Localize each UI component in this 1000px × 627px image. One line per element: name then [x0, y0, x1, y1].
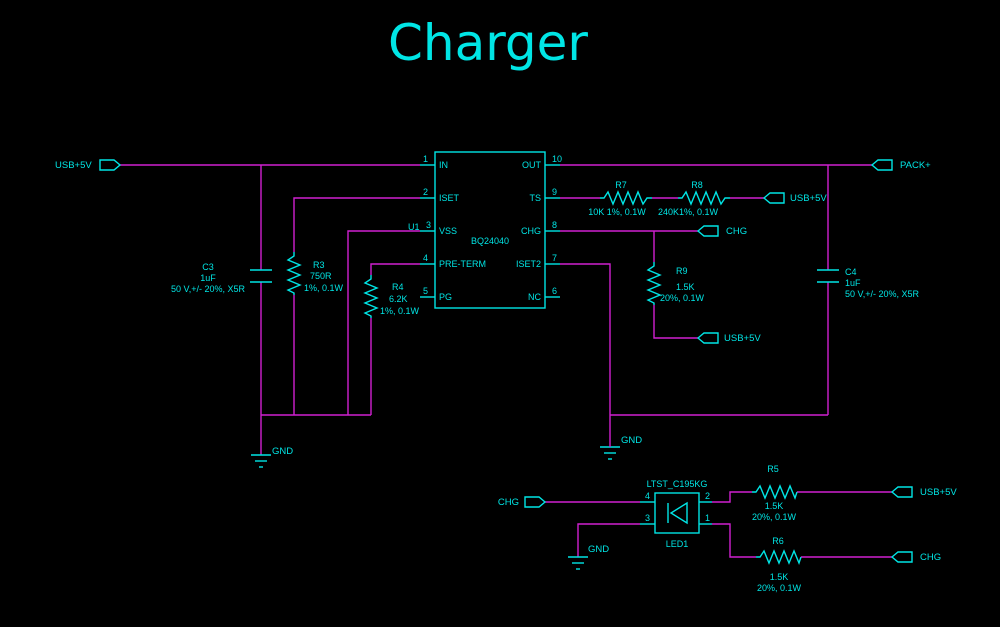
r3-value: 750R: [310, 271, 332, 281]
r4-spec: 1%, 0.1W: [380, 306, 420, 316]
r3-spec: 1%, 0.1W: [304, 283, 344, 293]
net-label-r9-usb: USB+5V: [724, 333, 761, 344]
resistor-r6: R6 1.5K 20%, 0.1W: [756, 536, 802, 593]
resistor-r3: R3 750R 1%, 0.1W: [286, 252, 344, 295]
u1-pin-name: PRE-TERM: [439, 259, 486, 269]
led1-pin-num: 3: [645, 513, 650, 523]
led1-pin-num: 1: [705, 513, 710, 523]
net-label-gnd-left: GND: [272, 446, 293, 457]
u1-pin-num: 6: [552, 286, 557, 296]
u1-pin-num: 2: [423, 187, 428, 197]
ic-u1-body: [434, 151, 546, 309]
r6-value: 1.5K: [770, 572, 789, 582]
u1-pin-name: OUT: [522, 160, 542, 170]
r8-value: 240K1%, 0.1W: [658, 207, 719, 217]
u1-part-number: BQ24040: [471, 236, 509, 246]
wires: [120, 164, 892, 558]
r5-value: 1.5K: [765, 501, 784, 511]
led1-body: [654, 492, 700, 534]
r5-spec: 20%, 0.1W: [752, 512, 797, 522]
ground-symbol-mid: GND: [600, 435, 642, 460]
schematic-title: Charger: [388, 14, 588, 72]
net-label-usb-in: USB+5V: [55, 160, 92, 171]
net-label-ts-usb: USB+5V: [790, 193, 827, 204]
r9-value: 1.5K: [676, 282, 695, 292]
u1-pin-name: ISET: [439, 193, 460, 203]
net-flag-pack: PACK+: [870, 159, 931, 171]
net-flag-r9-usb: USB+5V: [696, 332, 761, 344]
r7-value: 10K 1%, 0.1W: [588, 207, 646, 217]
u1-pin-name: CHG: [521, 226, 541, 236]
c3-value: 1uF: [200, 273, 216, 283]
u1-pin-num: 5: [423, 286, 428, 296]
resistor-r4: R4 6.2K 1%, 0.1W: [363, 275, 420, 318]
ic-u1: 1 2 3 4 5 IN ISET VSS PRE-TERM PG 10 9 8…: [408, 151, 562, 309]
u1-pin-name: ISET2: [516, 259, 541, 269]
net-flag-ts-usb: USB+5V: [762, 192, 827, 204]
c4-spec: 50 V,+/- 20%, X5R: [845, 289, 919, 299]
u1-pin-name: NC: [528, 292, 541, 302]
r4-refdes: R4: [392, 282, 404, 292]
r6-spec: 20%, 0.1W: [757, 583, 802, 593]
r8-refdes: R8: [691, 180, 703, 190]
net-label-chg-right: CHG: [726, 226, 747, 237]
net-flag-usb-in: USB+5V: [55, 159, 122, 171]
u1-pin-num: 8: [552, 220, 557, 230]
r9-refdes: R9: [676, 266, 688, 276]
led1-refdes: LED1: [666, 539, 689, 549]
r7-refdes: R7: [615, 180, 627, 190]
u1-pin-num: 4: [423, 253, 428, 263]
ground-symbol-led: GND: [568, 544, 609, 570]
u1-refdes: U1: [408, 222, 420, 232]
c4-value: 1uF: [845, 278, 861, 288]
r9-spec: 20%, 0.1W: [660, 293, 705, 303]
net-flag-r5-usb: USB+5V: [890, 486, 957, 498]
u1-pin-num: 1: [423, 154, 428, 164]
c3-refdes: C3: [202, 262, 214, 272]
c4-refdes: C4: [845, 267, 857, 277]
u1-pin-num: 10: [552, 154, 562, 164]
u1-pin-name: IN: [439, 160, 448, 170]
led-led1: 4 3 2 1 LTST_C195KG LED1: [640, 479, 712, 549]
capacitor-c3: C3 1uF 50 V,+/- 20%, X5R: [171, 262, 272, 294]
r5-refdes: R5: [767, 464, 779, 474]
led1-pin-num: 2: [705, 491, 710, 501]
resistor-r7: R7 10K 1%, 0.1W: [588, 180, 652, 217]
resistor-r8: R8 240K1%, 0.1W: [658, 180, 730, 217]
resistor-r5: R5 1.5K 20%, 0.1W: [752, 464, 798, 522]
net-label-led-chg-in: CHG: [498, 497, 519, 508]
r6-refdes: R6: [772, 536, 784, 546]
u1-pin-num: 7: [552, 253, 557, 263]
led1-pin-num: 4: [645, 491, 650, 501]
net-label-r5-usb: USB+5V: [920, 487, 957, 498]
c3-spec: 50 V,+/- 20%, X5R: [171, 284, 245, 294]
u1-pin-num: 9: [552, 187, 557, 197]
ground-symbol-left: GND: [251, 446, 293, 468]
resistor-r9: R9 1.5K 20%, 0.1W: [646, 262, 705, 305]
u1-pin-name: VSS: [439, 226, 457, 236]
net-flag-chg-right: CHG: [696, 225, 747, 237]
net-label-pack: PACK+: [900, 160, 931, 171]
net-flag-led-chg-in: CHG: [498, 496, 547, 508]
r4-value: 6.2K: [389, 294, 408, 304]
net-flag-r6-chg: CHG: [890, 551, 941, 563]
net-label-led-gnd: GND: [588, 544, 609, 555]
r3-refdes: R3: [313, 260, 325, 270]
capacitor-c4: C4 1uF 50 V,+/- 20%, X5R: [817, 267, 919, 299]
diode-icon: [669, 501, 688, 525]
u1-pin-name: TS: [529, 193, 541, 203]
led1-part-number: LTST_C195KG: [647, 479, 708, 489]
net-label-gnd-mid: GND: [621, 435, 642, 446]
u1-pin-name: PG: [439, 292, 452, 302]
net-label-r6-chg: CHG: [920, 552, 941, 563]
u1-pin-num: 3: [426, 220, 431, 230]
